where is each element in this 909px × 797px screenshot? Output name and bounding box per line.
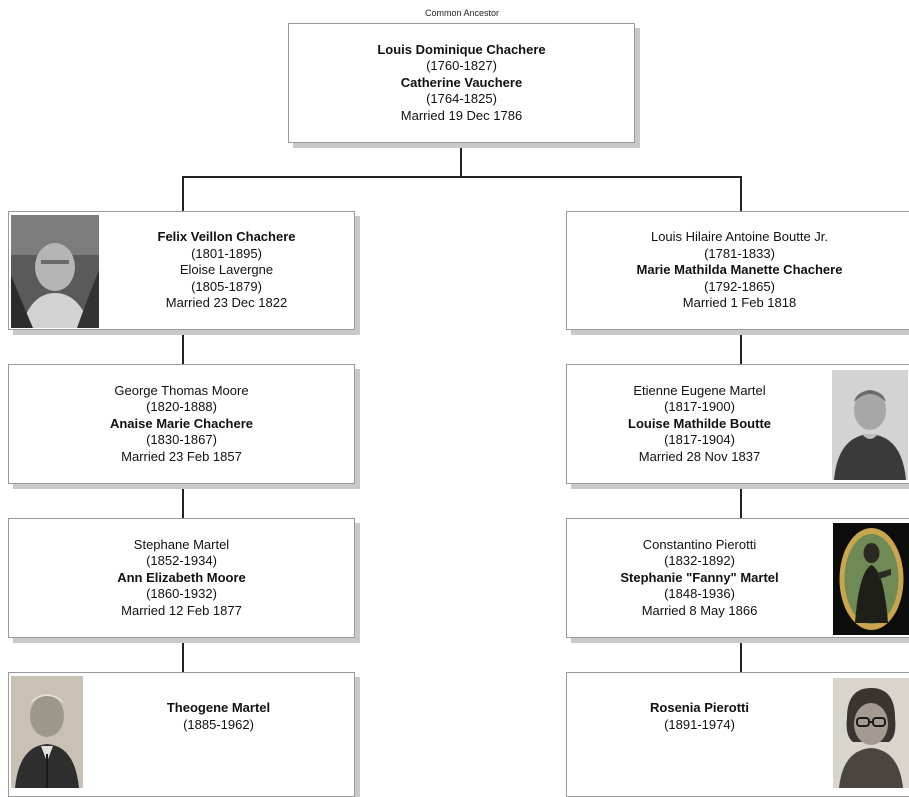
portrait-photo-felix — [11, 215, 99, 328]
connector-left-3-4 — [182, 637, 184, 673]
connector-right-1-2 — [740, 330, 742, 365]
family-box-right-1[interactable]: Louis Hilaire Antoine Boutte Jr. (1781-1… — [566, 211, 909, 330]
family-box-right-3[interactable]: Constantino Pierotti (1832-1892) Stephan… — [566, 518, 909, 638]
person-name: Constantino Pierotti — [642, 536, 757, 552]
marriage-date: Married 23 Feb 1857 — [121, 448, 242, 464]
person-name: Louis Dominique Chachere — [377, 41, 546, 57]
portrait-photo-stephanie — [833, 523, 909, 635]
person-dates: (1820-1888) — [146, 399, 217, 415]
spouse-name: Stephanie "Fanny" Martel — [620, 569, 779, 585]
portrait-photo-rosenia — [833, 678, 909, 788]
marriage-date: Married 12 Feb 1877 — [121, 602, 242, 618]
common-ancestor-box[interactable]: Louis Dominique Chachere (1760-1827) Cat… — [288, 23, 635, 143]
person-name: Louis Hilaire Antoine Boutte Jr. — [650, 229, 829, 245]
person-name: Stephane Martel — [133, 536, 230, 552]
marriage-date: Married 8 May 1866 — [641, 602, 758, 618]
spouse-name: Anaise Marie Chachere — [109, 415, 254, 431]
spouse-name: Catherine Vauchere — [400, 74, 523, 90]
family-box-left-1[interactable]: Felix Veillon Chachere (1801-1895) Elois… — [8, 211, 355, 330]
spouse-name: Ann Elizabeth Moore — [117, 569, 246, 585]
portrait-photo-louise — [832, 370, 908, 480]
person-dates: (1832-1892) — [664, 553, 735, 569]
connector-left-drop — [182, 176, 184, 212]
connector-root-down — [460, 142, 462, 177]
connector-horizontal — [182, 176, 742, 178]
family-box-left-2[interactable]: George Thomas Moore (1820-1888) Anaise M… — [8, 364, 355, 484]
family-box-right-2[interactable]: Etienne Eugene Martel (1817-1900) Louise… — [566, 364, 909, 484]
marriage-date: Married 1 Feb 1818 — [682, 295, 797, 311]
spouse-dates: (1764-1825) — [426, 91, 497, 107]
spouse-dates: (1848-1936) — [664, 586, 735, 602]
connector-left-2-3 — [182, 484, 184, 519]
person-dates: (1852-1934) — [146, 553, 217, 569]
person-name: Etienne Eugene Martel — [633, 382, 766, 398]
connector-left-1-2 — [182, 330, 184, 365]
person-dates: (1891-1974) — [664, 716, 735, 732]
marriage-date: Married 19 Dec 1786 — [400, 107, 523, 123]
connector-right-drop — [740, 176, 742, 212]
family-box-right-4[interactable]: Rosenia Pierotti (1891-1974) — [566, 672, 909, 797]
person-name: Felix Veillon Chachere — [157, 229, 296, 245]
person-name: Theogene Martel — [166, 700, 271, 715]
marriage-date: Married 28 Nov 1837 — [638, 448, 761, 464]
person-dates: (1801-1895) — [191, 245, 262, 261]
person-dates: (1760-1827) — [426, 58, 497, 74]
spouse-dates: (1830-1867) — [146, 432, 217, 448]
common-ancestor-caption: Common Ancestor — [424, 8, 500, 18]
person-dates: (1885-1962) — [183, 716, 254, 732]
marriage-date: Married 23 Dec 1822 — [165, 295, 288, 311]
spouse-dates: (1805-1879) — [191, 278, 262, 294]
connector-right-3-4 — [740, 637, 742, 673]
spouse-name: Louise Mathilde Boutte — [628, 415, 771, 431]
spouse-dates: (1792-1865) — [704, 278, 775, 294]
connector-right-2-3 — [740, 484, 742, 519]
person-name: George Thomas Moore — [114, 382, 249, 398]
person-dates: (1781-1833) — [704, 245, 775, 261]
family-box-left-3[interactable]: Stephane Martel (1852-1934) Ann Elizabet… — [8, 518, 355, 638]
portrait-photo-theogene — [11, 676, 83, 788]
person-name: Rosenia Pierotti — [650, 700, 749, 715]
person-dates: (1817-1900) — [664, 399, 735, 415]
spouse-dates: (1860-1932) — [146, 586, 217, 602]
spouse-name: Eloise Lavergne — [179, 262, 274, 278]
family-box-left-4[interactable]: Theogene Martel (1885-1962) — [8, 672, 355, 797]
spouse-dates: (1817-1904) — [664, 432, 735, 448]
spouse-name: Marie Mathilda Manette Chachere — [636, 262, 843, 278]
